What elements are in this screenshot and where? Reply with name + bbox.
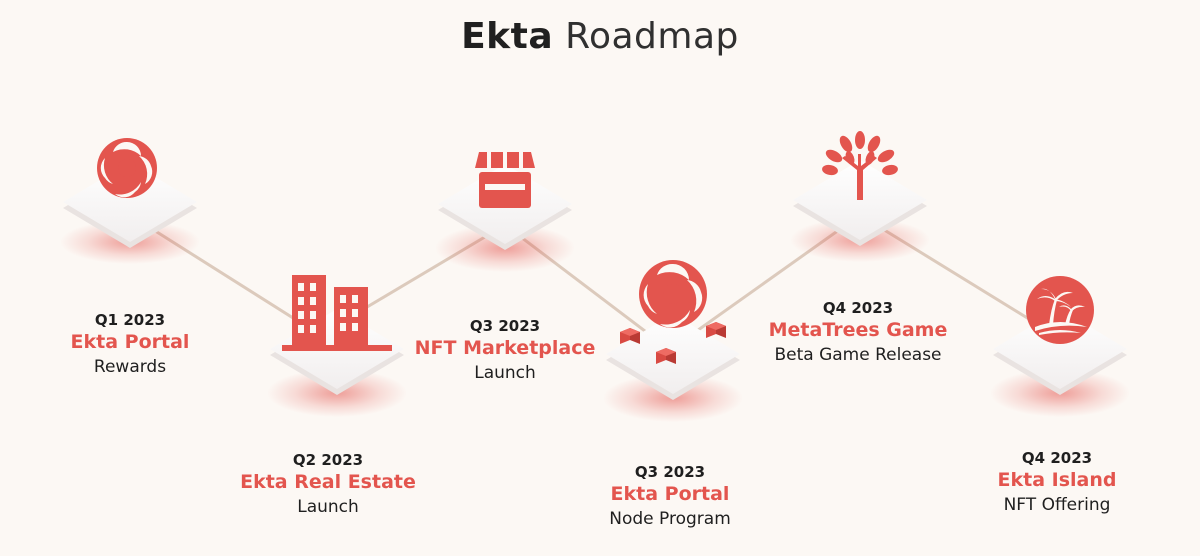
tree-icon [822, 131, 898, 200]
ekta-node-icon [620, 260, 726, 364]
milestone-name: NFT Marketplace [414, 337, 596, 359]
milestone-quarter: Q2 2023 [292, 451, 364, 469]
milestone-name: Ekta Portal [610, 483, 730, 505]
milestone-q2-real-estate: Q2 2023 Ekta Real Estate Launch [213, 450, 443, 520]
milestone-quarter: Q1 2023 [94, 311, 166, 329]
island-icon [1026, 276, 1094, 344]
milestone-q3-ekta-node: Q3 2023 Ekta Portal Node Program [555, 462, 785, 532]
milestone-q4-ekta-island: Q4 2023 Ekta Island NFT Offering [942, 448, 1172, 518]
milestone-desc: Launch [297, 497, 359, 517]
milestone-name: Ekta Real Estate [240, 471, 416, 493]
milestone-desc: Beta Game Release [774, 345, 942, 365]
milestone-name: Ekta Portal [70, 331, 190, 353]
tile-q1-ekta-portal [55, 130, 205, 264]
milestone-desc: Node Program [609, 509, 731, 529]
milestone-quarter: Q4 2023 [822, 299, 894, 317]
milestone-quarter: Q4 2023 [1021, 449, 1093, 467]
milestone-name: Ekta Island [997, 469, 1117, 491]
milestone-quarter: Q3 2023 [469, 317, 541, 335]
title-brand: Ekta [461, 16, 554, 57]
milestone-quarter: Q3 2023 [634, 463, 706, 481]
tile-q3-ekta-node [598, 260, 748, 422]
milestone-desc: Launch [474, 363, 536, 383]
ekta-logo-icon [97, 138, 157, 198]
milestone-q3-nft-marketplace: Q3 2023 NFT Marketplace Launch [390, 316, 620, 386]
page-title: Ekta Roadmap [0, 16, 1200, 57]
buildings-icon [282, 275, 392, 351]
milestone-q4-metatrees: Q4 2023 MetaTrees Game Beta Game Release [743, 298, 973, 368]
milestone-desc: NFT Offering [1003, 495, 1111, 515]
tile-q4-ekta-island [985, 276, 1135, 417]
milestone-name: MetaTrees Game [768, 319, 948, 341]
milestone-q1-ekta-portal: Q1 2023 Ekta Portal Rewards [15, 310, 245, 380]
tile-q3-nft-marketplace [430, 140, 580, 272]
tile-q4-metatrees [785, 128, 935, 262]
storefront-icon [475, 152, 535, 208]
title-text: Roadmap [565, 16, 739, 57]
milestone-desc: Rewards [93, 357, 167, 377]
tile-q2-real-estate [262, 275, 412, 417]
